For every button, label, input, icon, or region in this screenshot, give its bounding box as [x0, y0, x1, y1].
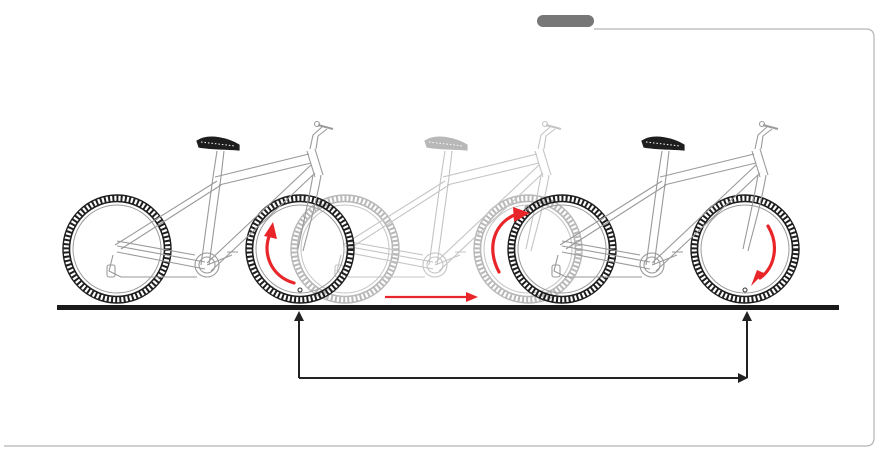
rotation-arrowhead-start [264, 222, 277, 239]
panel-border [4, 29, 874, 446]
motion-arrowhead [466, 292, 478, 302]
bracket-arrowhead-left-up [294, 311, 304, 321]
valve-marker-start [298, 288, 302, 292]
valve-marker-end [743, 288, 747, 292]
rotation-arrow-icon [760, 226, 774, 278]
rotation-arrow-icon [267, 234, 294, 283]
rotation-arrow-icon [493, 214, 517, 272]
ground-line [57, 305, 839, 310]
distance-bracket-icon [299, 318, 747, 378]
bracket-arrowhead-right-up [742, 311, 752, 321]
